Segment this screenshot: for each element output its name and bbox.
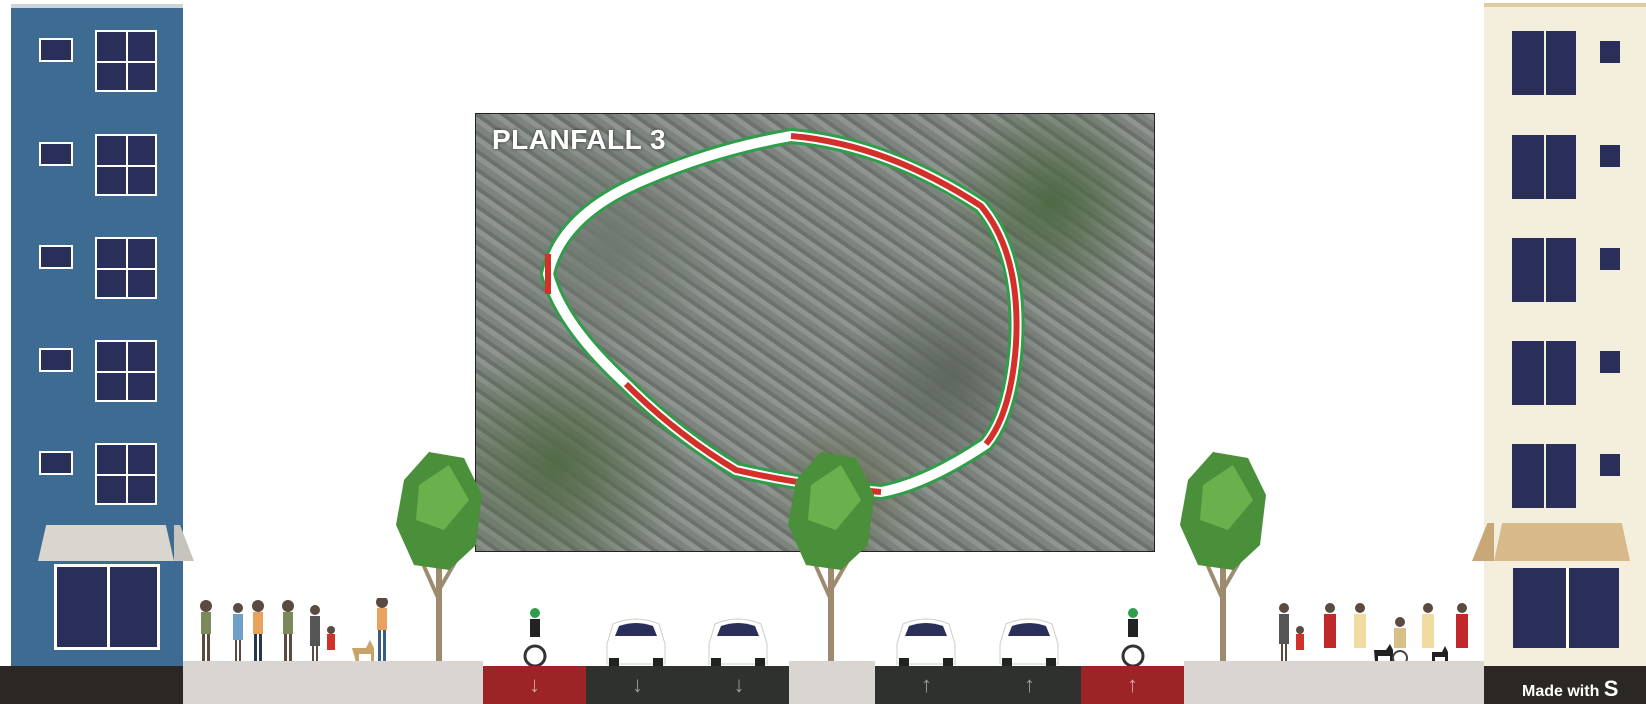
window <box>39 142 73 166</box>
sidewalk-left <box>183 661 483 704</box>
window <box>39 348 73 372</box>
bike-lane-left: ↓ <box>483 666 586 704</box>
window <box>1598 246 1622 272</box>
car-icon <box>896 618 956 666</box>
car-icon <box>999 618 1059 666</box>
window <box>95 134 157 196</box>
window <box>95 340 157 402</box>
cyclist-icon <box>1121 608 1145 668</box>
window <box>1598 452 1622 478</box>
window <box>39 38 73 62</box>
awning-side <box>1472 523 1494 561</box>
arrow-down-icon: ↓ <box>529 672 540 697</box>
made-with-credit: Made with S <box>1522 676 1618 702</box>
building-base <box>0 666 183 704</box>
bike-lane-right: ↑ <box>1081 666 1184 704</box>
window <box>1510 29 1578 97</box>
drive-lane: ↓ <box>689 666 789 704</box>
arrow-up-icon: ↑ <box>1024 672 1035 697</box>
window <box>1598 143 1622 169</box>
awning-side <box>174 525 194 561</box>
tree-icon <box>788 452 874 665</box>
window <box>1510 339 1578 407</box>
window <box>1510 236 1578 304</box>
car-icon <box>708 618 768 666</box>
sidewalk-right <box>1184 661 1484 704</box>
window <box>1510 133 1578 201</box>
arrow-up-icon: ↑ <box>1127 672 1138 697</box>
pedestrians-icon <box>200 598 388 662</box>
drive-lane: ↑ <box>875 666 978 704</box>
cyclist-icon <box>523 608 547 668</box>
tree-icon <box>1180 452 1266 665</box>
storefront-window <box>1510 565 1622 651</box>
arrow-down-icon: ↓ <box>733 672 745 697</box>
awning <box>38 525 174 561</box>
window <box>95 237 157 299</box>
window <box>95 30 157 92</box>
awning <box>1494 523 1630 561</box>
car-icon <box>606 618 666 666</box>
pedestrians-icon <box>1279 603 1468 666</box>
window <box>39 451 73 475</box>
arrow-down-icon: ↓ <box>632 672 643 697</box>
window <box>39 245 73 269</box>
window <box>1510 442 1578 510</box>
drive-lane: ↑ <box>978 666 1081 704</box>
window <box>95 443 157 505</box>
arrow-up-icon: ↑ <box>921 672 932 697</box>
median <box>789 661 875 704</box>
made-with-label: Made with <box>1522 683 1600 700</box>
window <box>1598 349 1622 375</box>
right-building <box>1484 3 1646 672</box>
brand-fragment: S <box>1603 676 1619 701</box>
tree-icon <box>396 452 482 665</box>
left-building <box>11 4 183 672</box>
storefront-window <box>54 564 160 650</box>
drive-lane: ↓ <box>586 666 689 704</box>
aerial-map-image: PLANFALL 3 <box>475 113 1155 552</box>
building-base <box>1484 666 1646 704</box>
map-title: PLANFALL 3 <box>492 124 667 155</box>
window <box>1598 39 1622 65</box>
